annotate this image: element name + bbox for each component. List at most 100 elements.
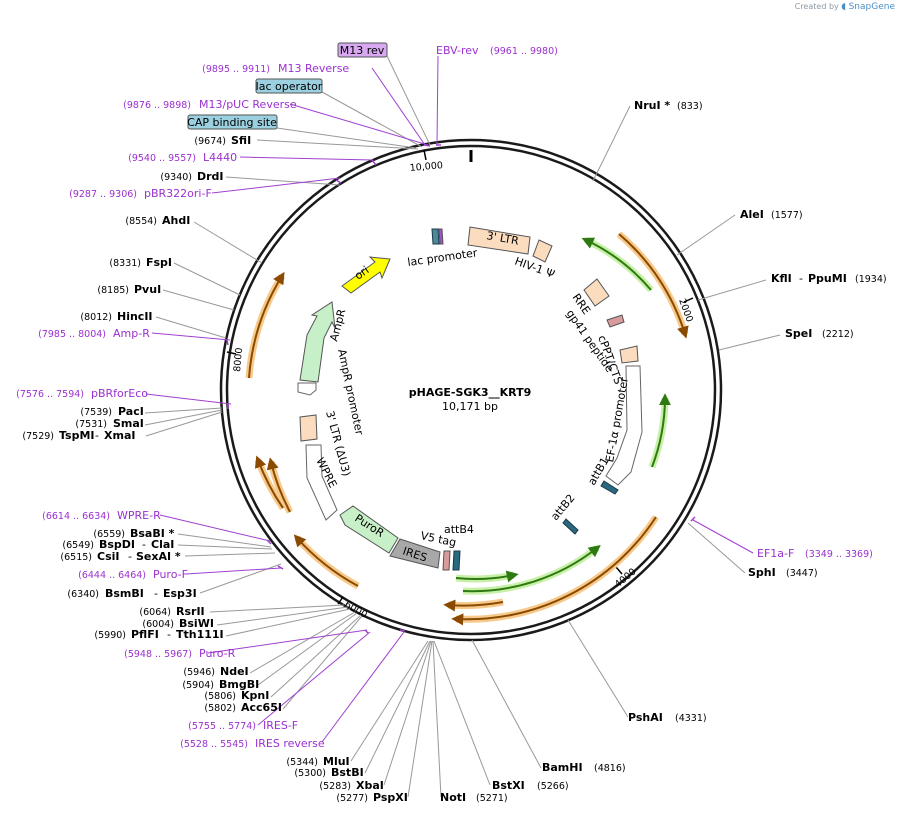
bstxi-name: BstXI (492, 779, 525, 792)
attb1-box (600, 480, 619, 495)
bsmbi-name: BsmBI (105, 587, 144, 600)
ampr-name: Amp-R (113, 327, 150, 340)
bamhi-pos: (4816) (594, 763, 626, 774)
pflfi-name: PflFI (131, 628, 159, 641)
noti-pos: (5271) (476, 793, 508, 804)
ahdi-pos: (8554) (125, 216, 157, 227)
pspxi-pos: (5277) (336, 793, 368, 804)
svg-text:-: - (142, 538, 146, 551)
svg-text:-: - (154, 587, 158, 600)
esp3i-name: Esp3I (163, 587, 197, 600)
hincii-pos: (8012) (80, 312, 112, 323)
fspi-pos: (8331) (109, 258, 141, 269)
tth111i-name: Tth111I (176, 628, 224, 641)
pbrforeco-range: (7576 .. 7594) (16, 389, 84, 400)
leader-lines (144, 55, 781, 798)
smai-pos: (7531) (75, 419, 107, 430)
m13reverse-name: M13 Reverse (278, 62, 349, 75)
lacprom-label: lac promoter (407, 246, 479, 269)
backbone (219, 138, 723, 642)
kpni-pos: (5806) (204, 691, 236, 702)
snapgene-credit: Created by ◖ SnapGene (795, 2, 895, 12)
ampr-arrow (299, 301, 336, 383)
pbr322-name: pBR322ori-F (144, 187, 212, 200)
bstxi-pos: (5266) (537, 781, 569, 792)
nrui-name: NruI * (634, 99, 670, 112)
puror-arrow (339, 505, 399, 554)
attb2-box (562, 518, 579, 535)
orange-arrows (245, 231, 689, 626)
svg-text:-: - (95, 429, 99, 442)
kfli-pos: (1934) (855, 274, 887, 285)
mlui-pos: (5344) (286, 757, 318, 768)
alei-pos: (1577) (771, 210, 803, 221)
pbr322-range: (9287 .. 9306) (69, 189, 137, 200)
hincii-name: HincII (117, 310, 153, 323)
tick-marks (226, 149, 694, 605)
wprer-name: WPRE-R (117, 509, 161, 522)
csii-name: CsiI (97, 550, 119, 563)
ndei-name: NdeI (220, 665, 249, 678)
bamhi-name: BamHI (542, 761, 583, 774)
bstbi-name: BstBI (331, 766, 364, 779)
nrui-pos: (833) (677, 101, 703, 112)
bmgbi-name: BmgBI (219, 678, 259, 691)
green-arrows (455, 236, 671, 595)
ppumi-name: PpuMI (808, 272, 847, 285)
ahdi-name: AhdI (162, 214, 190, 227)
bspdi-pos: (6549) (62, 540, 94, 551)
wprer-range: (6614 .. 6634) (42, 511, 110, 522)
amprprom-box (297, 382, 317, 396)
tick-8000: 8000 (232, 347, 245, 372)
mlui-name: MluI (323, 755, 350, 768)
pspxi-name: PspXI (373, 791, 408, 804)
drdi-name: DrdI (197, 170, 224, 183)
xbai-name: XbaI (356, 779, 384, 792)
spei-name: SpeI (785, 327, 812, 340)
fspi-name: FspI (146, 256, 172, 269)
pvui-name: PvuI (134, 283, 161, 296)
sphi-pos: (3447) (786, 568, 818, 579)
acc65i-pos: (5802) (204, 703, 236, 714)
sphi-name: SphI (748, 566, 776, 579)
m13puc-range: (9876 .. 9898) (123, 100, 191, 111)
acc65i-name: Acc65I (241, 701, 282, 714)
hiv-label: HIV-1 Ψ (513, 255, 557, 282)
purof-name: Puro-F (153, 568, 188, 581)
lacop-label: lac operator (256, 80, 323, 93)
bsmbi-pos: (6340) (67, 589, 99, 600)
iresf-name: IRES-F (263, 719, 298, 732)
snapgene-logo: ◖ (841, 2, 847, 12)
bsiwi-pos: (6004) (142, 619, 174, 630)
ltr3-box (299, 414, 318, 442)
purof-range: (6444 .. 6464) (78, 570, 146, 581)
attb4-label: attB4 (444, 523, 474, 536)
xbai-pos: (5283) (319, 781, 351, 792)
bstbi-pos: (5300) (294, 768, 326, 779)
credit-prefix: Created by (794, 2, 839, 11)
xmai-name: XmaI (104, 429, 135, 442)
sexai-name: SexAI * (136, 550, 181, 563)
bsabi-pos: (6559) (93, 529, 125, 540)
plasmid-name: pHAGE-SGK3__KRT9 (409, 386, 532, 399)
ndei-pos: (5946) (183, 667, 215, 678)
tspmi-name: TspMI (59, 429, 95, 442)
tspmi-pos: (7529) (22, 431, 54, 442)
svg-text:-: - (128, 550, 132, 563)
rsrii-name: RsrII (176, 605, 205, 618)
iresrev-name: IRES reverse (255, 737, 325, 750)
lacop-box-label (255, 78, 323, 94)
alei-name: AleI (740, 208, 764, 221)
ltr5-label: 3' LTR (485, 229, 520, 248)
site-labels: EBV-rev (9961 .. 9980) (9895 .. 9911) M1… (16, 44, 886, 804)
bsabi-name: BsaBI * (130, 527, 175, 540)
paci-pos: (7539) (80, 407, 112, 418)
ef1a-arrow (605, 365, 643, 486)
attb2-label: attB2 (548, 492, 577, 523)
m13reverse-range: (9895 .. 9911) (202, 64, 270, 75)
puror-range: (5948 .. 5967) (124, 649, 192, 660)
m13puc-name: M13/pUC Reverse (199, 98, 297, 111)
credit-brand: SnapGene (848, 2, 895, 12)
bsiwi-name: BsiWI (179, 617, 214, 630)
ampr-range: (7985 .. 8004) (38, 329, 106, 340)
